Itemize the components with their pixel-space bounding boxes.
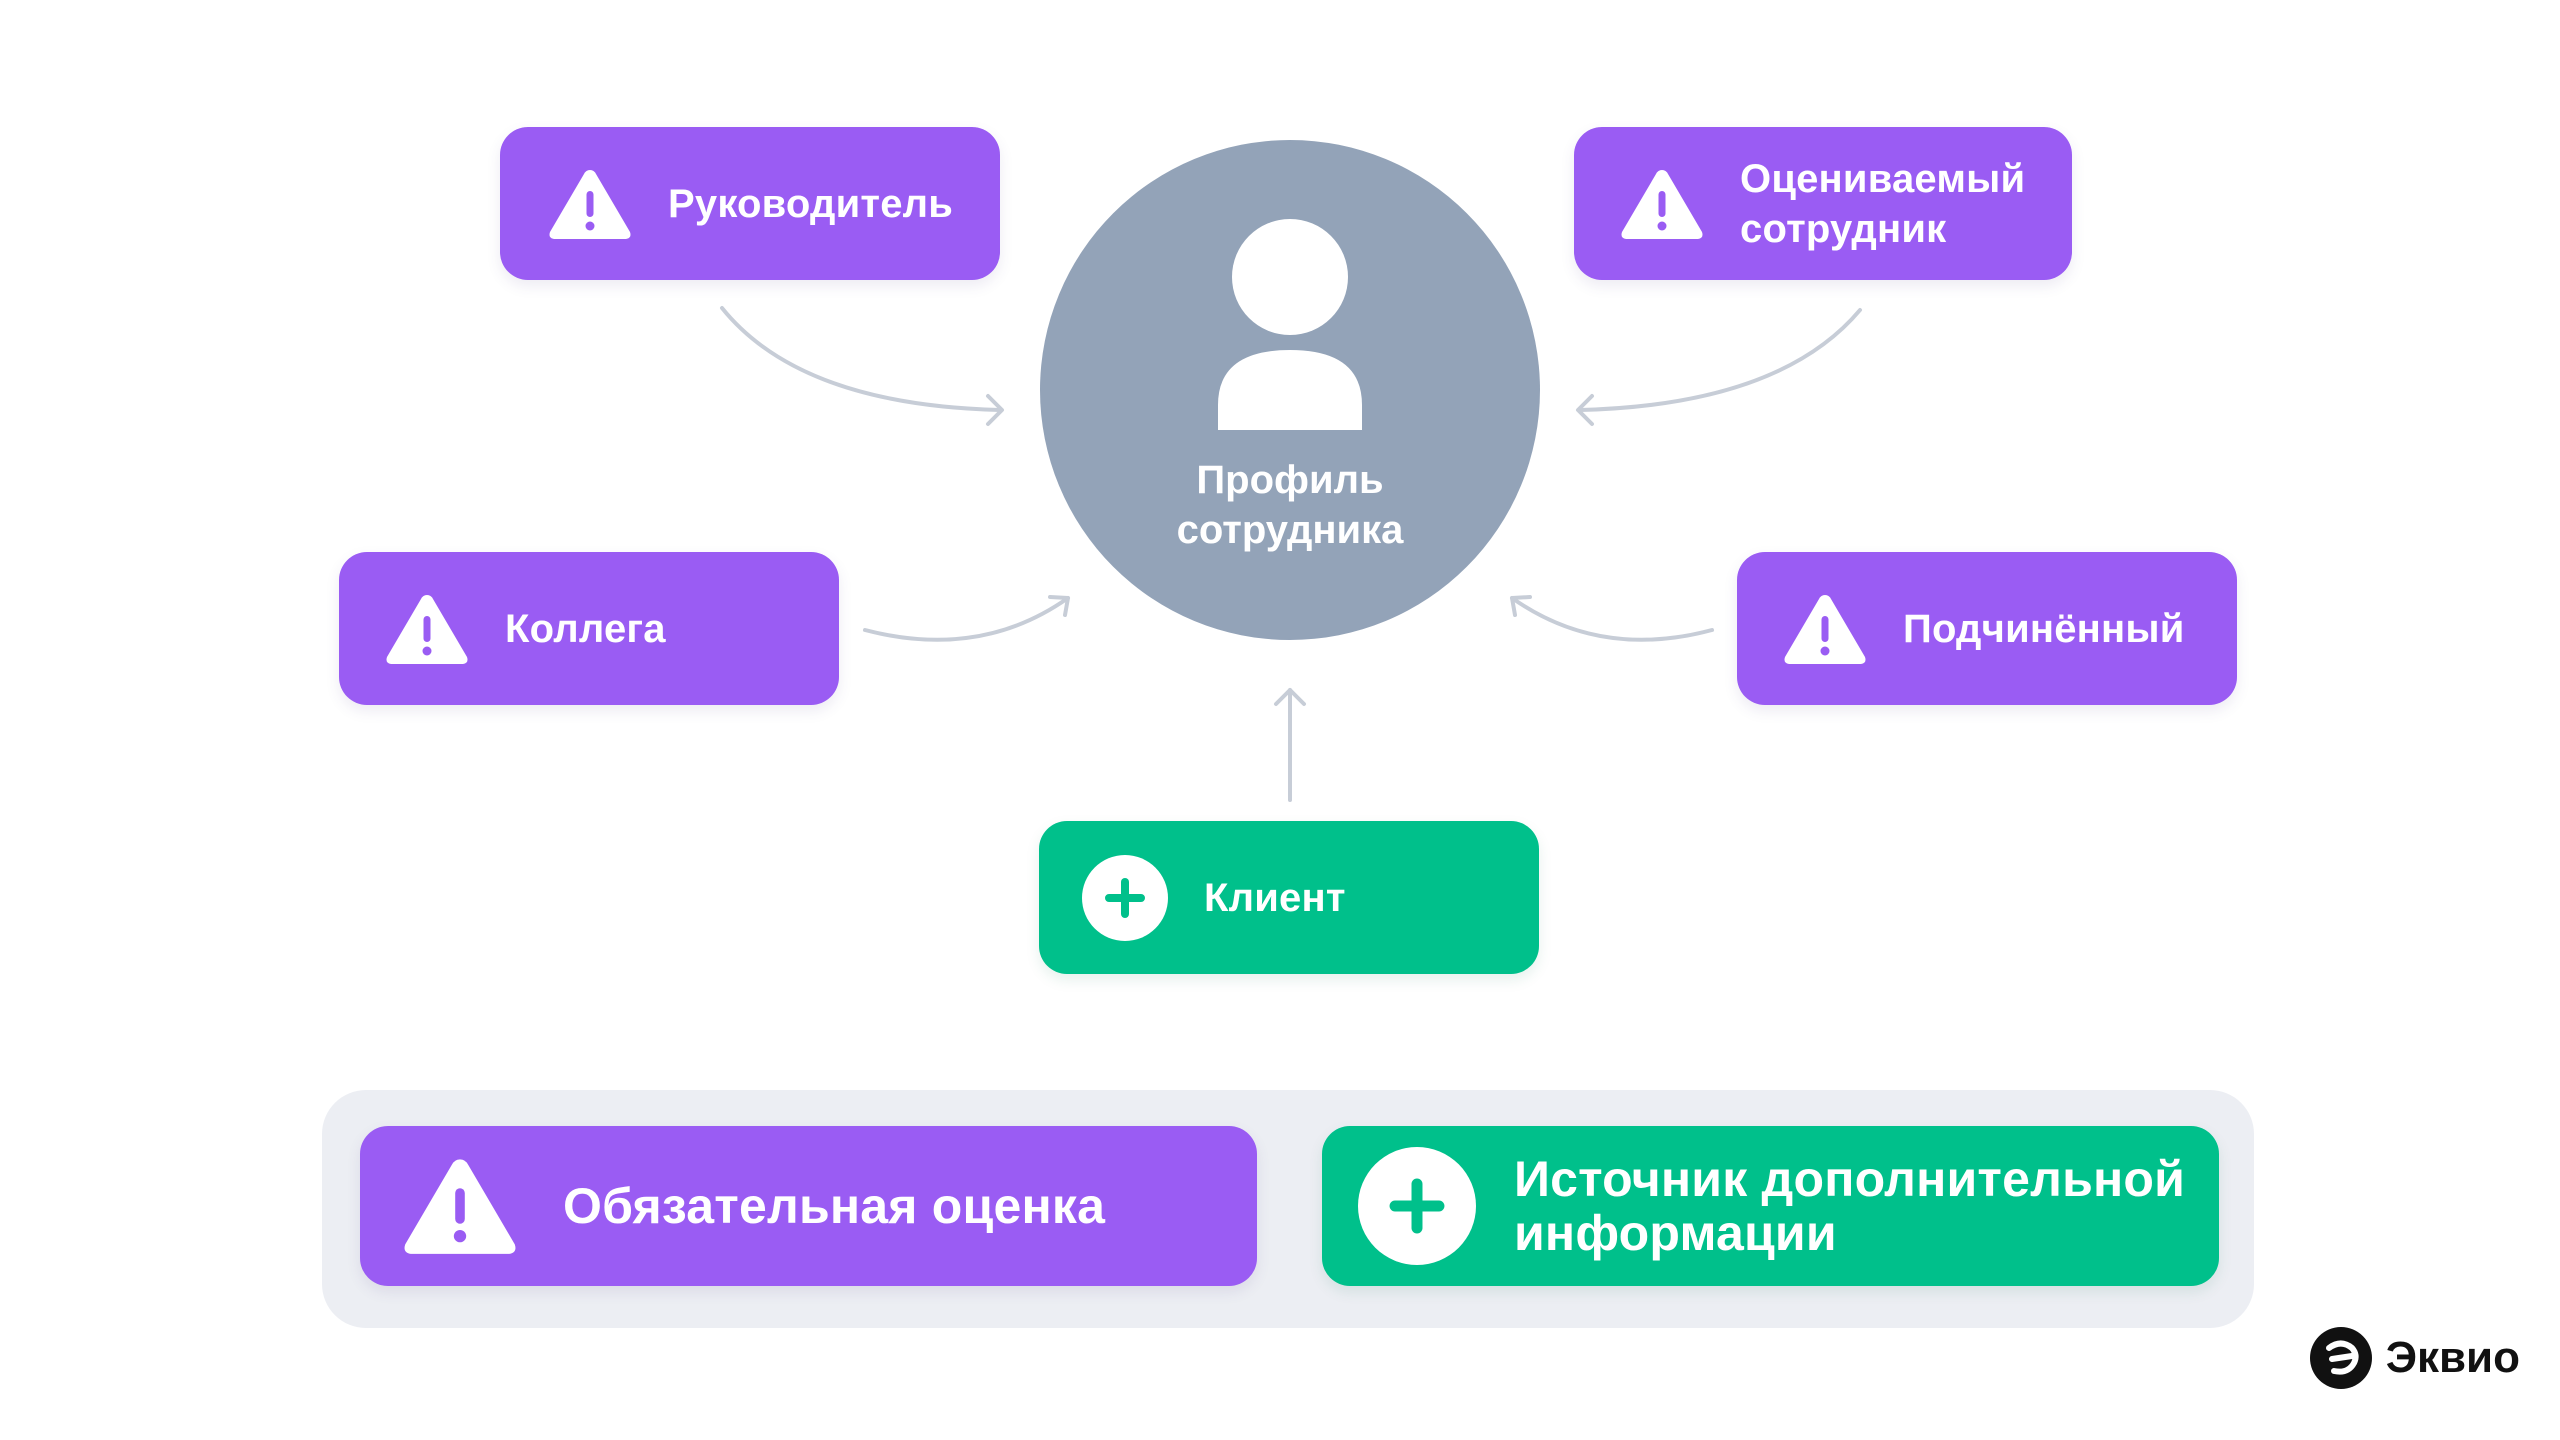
warning-triangle-icon <box>1621 169 1703 239</box>
arrow-colleague-head <box>1048 595 1070 617</box>
arrow-colleague <box>863 596 1070 642</box>
arrow-manager-head <box>986 394 1004 426</box>
arrow-client-head <box>1274 688 1306 706</box>
source-label: Подчинённый <box>1903 606 2185 651</box>
source-card-client: Клиент <box>1039 821 1539 974</box>
source-card-evaluated: Оцениваемый сотрудник <box>1574 127 2072 280</box>
arrow-subordinate <box>1510 596 1714 642</box>
source-label: Клиент <box>1204 875 1346 920</box>
arrow-manager <box>720 306 1002 412</box>
source-label: Руководитель <box>668 181 954 226</box>
legend-label: Источник дополнительной информации <box>1514 1151 2186 1261</box>
employee-profile-node: Профиль сотрудника <box>1040 140 1540 640</box>
warning-triangle-icon <box>549 169 631 239</box>
source-card-colleague: Коллега <box>339 552 839 705</box>
plus-circle-icon <box>1358 1147 1476 1265</box>
arrow-evaluated <box>1578 308 1862 412</box>
plus-circle-icon <box>1082 854 1168 941</box>
person-icon <box>1218 219 1362 430</box>
warning-triangle-icon <box>1784 594 1866 664</box>
source-card-manager: Руководитель <box>500 127 1000 280</box>
warning-triangle-icon <box>386 594 468 664</box>
legend-label: Обязательная оценка <box>563 1178 1106 1234</box>
brand: Эквио <box>2309 1325 2520 1391</box>
brand-logo-icon <box>2309 1327 2372 1389</box>
arrow-evaluated-head <box>1576 394 1594 426</box>
legend-item-mandatory: Обязательная оценка <box>360 1126 1257 1286</box>
profile-label: Профиль сотрудника <box>1176 458 1404 552</box>
source-card-subordinate: Подчинённый <box>1737 552 2237 705</box>
source-label: Оцениваемый сотрудник <box>1740 156 2026 251</box>
warning-triangle-icon <box>404 1159 516 1254</box>
arrow-subordinate-head <box>1510 595 1532 617</box>
brand-name: Эквио <box>2385 1333 2520 1382</box>
source-label: Коллега <box>505 606 666 651</box>
legend-item-additional: Источник дополнительной информации <box>1322 1126 2219 1286</box>
